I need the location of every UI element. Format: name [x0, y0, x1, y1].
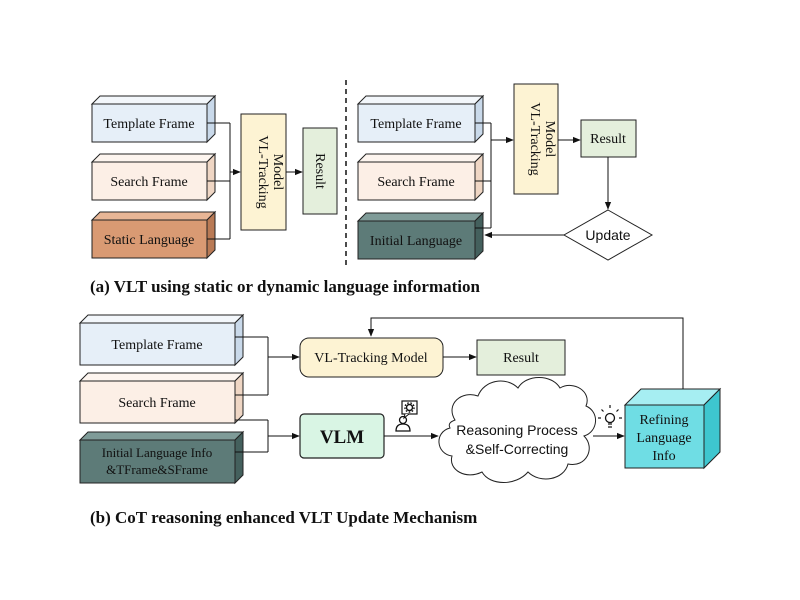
model-label-line2: Model [270, 154, 285, 191]
search-frame-box-b: Search Frame [78, 371, 245, 425]
initial-language-label-line2: &TFrame&SFrame [106, 462, 208, 477]
vl-tracking-model-box-b: VL-Tracking Model [299, 337, 444, 378]
vl-tracking-model-box-a-right: VL-Tracking Model [513, 83, 559, 195]
initial-language-box: Initial Language [356, 211, 485, 261]
result-label: Result [312, 153, 327, 189]
feedback-loop-arrow [367, 317, 684, 389]
search-frame-label: Search Frame [377, 175, 454, 190]
part-a-right: Template Frame Search Frame Initial Lang… [356, 83, 654, 261]
reasoning-label-line2: &Self-Correcting [466, 441, 569, 457]
refining-label-line3: Info [652, 449, 675, 464]
model-label-line1: VL-Tracking [255, 135, 270, 208]
vlm-label: VLM [320, 427, 364, 448]
caption-a: (a) VLT using static or dynamic language… [90, 277, 480, 296]
update-decision: Update [562, 209, 654, 261]
static-language-box: Static Language [90, 210, 217, 260]
initial-language-info-box: Initial Language Info &TFrame&SFrame [78, 430, 245, 485]
refining-language-info-box: Refining Language Info [623, 387, 722, 470]
vl-tracking-model-label: VL-Tracking Model [314, 351, 428, 366]
result-label: Result [590, 132, 626, 147]
search-frame-label: Search Frame [118, 396, 195, 411]
result-box-b: Result [476, 339, 566, 376]
vlm-box: VLM [299, 413, 385, 459]
refining-label-line1: Refining [640, 413, 689, 428]
user-gear-icon [395, 400, 418, 432]
initial-language-label-line1: Initial Language Info [102, 445, 212, 460]
result-label: Result [503, 351, 539, 366]
caption-b: (b) CoT reasoning enhanced VLT Update Me… [90, 508, 477, 527]
template-frame-label: Template Frame [103, 117, 194, 132]
part-a-left: Template Frame Search Frame Static Langu… [90, 94, 338, 260]
result-box-a-right: Result [580, 119, 637, 158]
part-b: Template Frame Search Frame Initial Lang… [78, 313, 722, 485]
vl-tracking-model-box-a-left: VL-Tracking Model [240, 113, 287, 231]
refining-label-line2: Language [636, 431, 691, 446]
static-language-label: Static Language [104, 233, 195, 248]
model-label-line1: VL-Tracking [527, 102, 542, 175]
reasoning-label-line1: Reasoning Process [456, 422, 577, 438]
lightbulb-icon [598, 405, 622, 428]
search-frame-label: Search Frame [110, 175, 187, 190]
template-frame-box-a-right: Template Frame [356, 94, 485, 144]
reasoning-cloud: Reasoning Process &Self-Correcting [438, 377, 596, 483]
search-frame-box-a-left: Search Frame [90, 152, 217, 202]
template-frame-label: Template Frame [370, 117, 461, 132]
model-label-line2: Model [542, 121, 557, 158]
template-frame-box-a-left: Template Frame [90, 94, 217, 144]
search-frame-box-a-right: Search Frame [356, 152, 485, 202]
update-label: Update [585, 227, 630, 243]
template-frame-box-b: Template Frame [78, 313, 245, 367]
result-box-a-left: Result [302, 127, 338, 215]
initial-language-label: Initial Language [370, 234, 462, 249]
template-frame-label: Template Frame [111, 338, 202, 353]
